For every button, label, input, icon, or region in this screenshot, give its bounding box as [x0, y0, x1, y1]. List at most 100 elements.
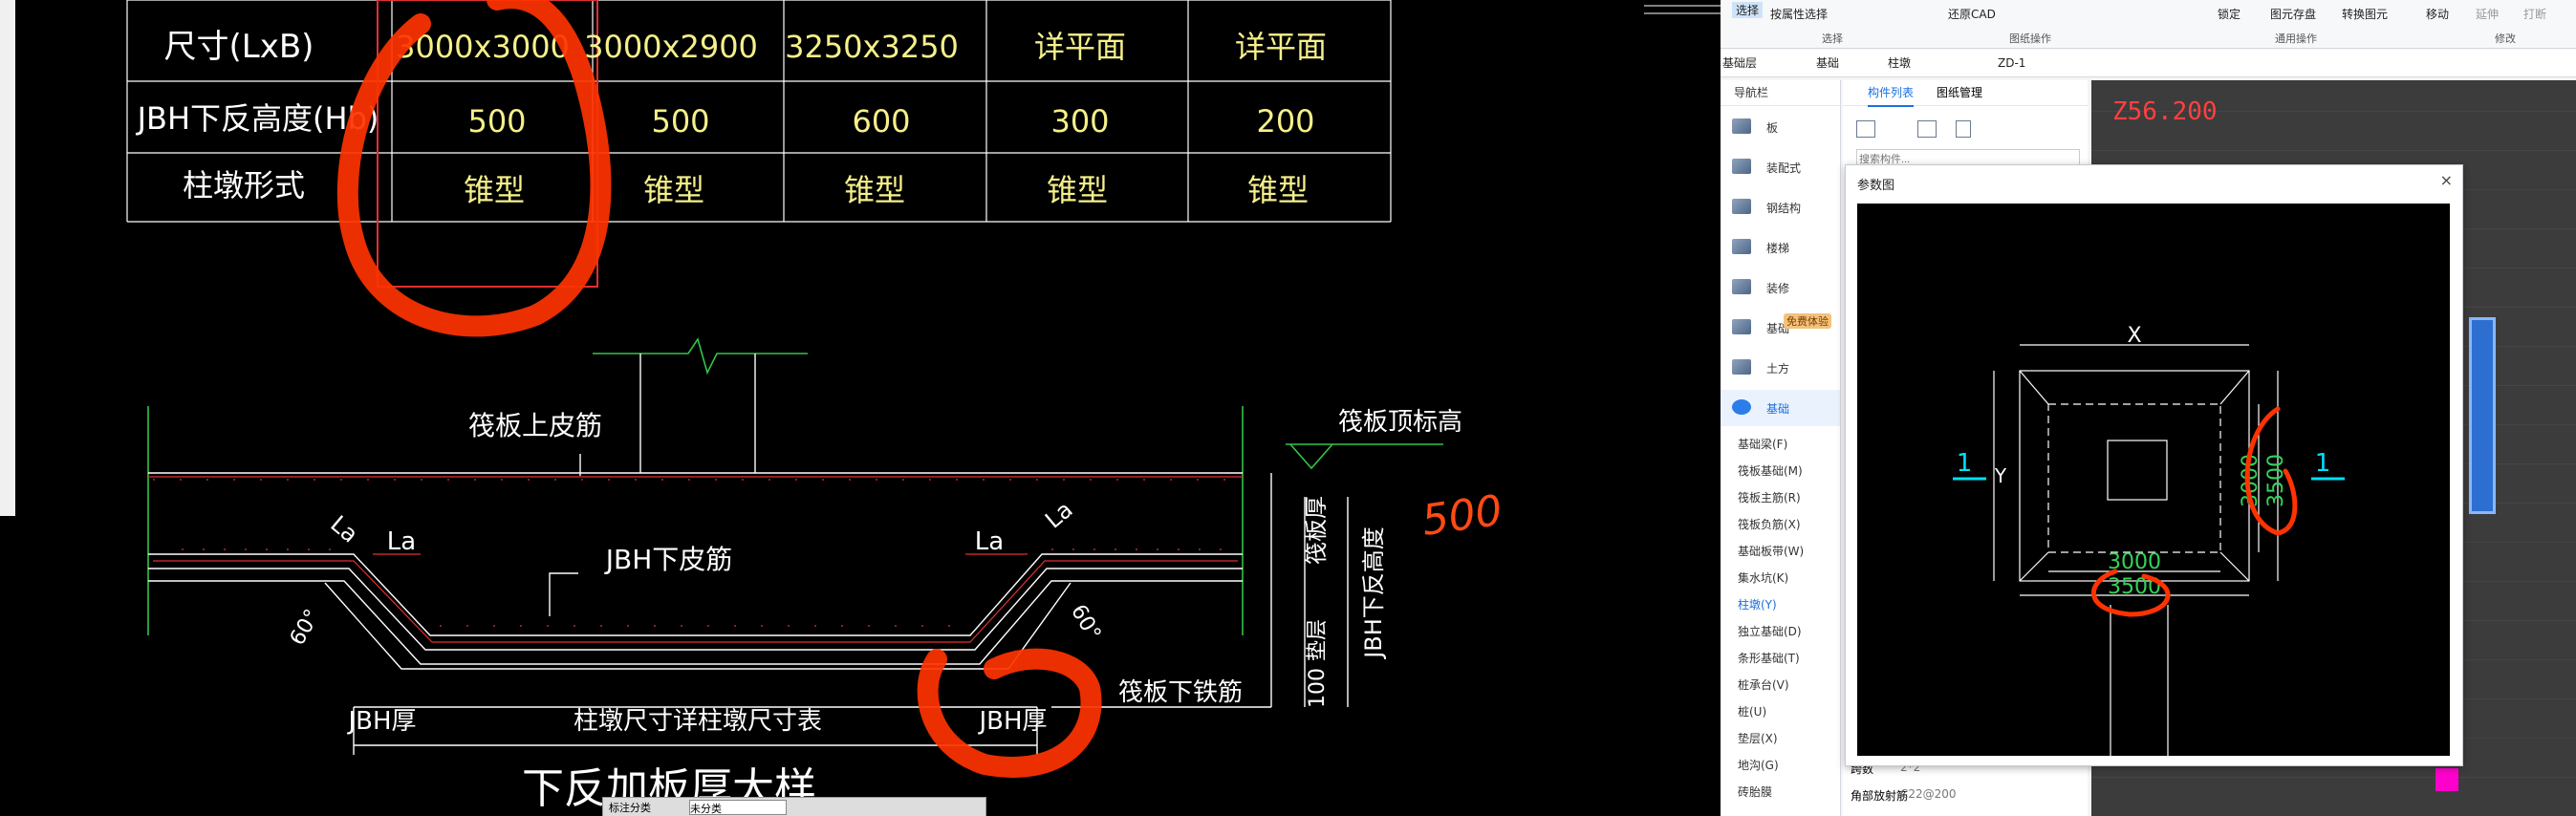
nav-title: 导航栏: [1721, 80, 1840, 106]
ribbon-group-select: 选择: [1822, 32, 1843, 45]
cad-drawing-canvas[interactable]: 尺寸(LxB) JBH下反高度(Hb) 柱墩形式 3000x3000 3000x…: [0, 0, 1721, 816]
nav-item-stairs[interactable]: 楼梯: [1721, 229, 1840, 266]
table-cell: 200: [1256, 103, 1314, 140]
table-cell: 300: [1050, 103, 1109, 140]
nav-item-prefab[interactable]: 装配式: [1721, 149, 1840, 185]
category-select[interactable]: 基础: [1816, 56, 1840, 70]
sub-item-strip[interactable]: 基础板带(W): [1738, 545, 1805, 558]
foundation-active-icon: [1732, 399, 1751, 415]
attr-select-button[interactable]: 按属性选择: [1770, 8, 1829, 21]
sub-item-raft[interactable]: 筏板基础(M): [1738, 464, 1803, 478]
name-select[interactable]: ZD-1: [1998, 56, 2026, 70]
x-dim-label: X: [2127, 324, 2141, 348]
table-cell: 锥型: [1247, 172, 1309, 208]
elevation-label: Z56.200: [2112, 97, 2218, 126]
prop-label: 角部放射筋: [1851, 789, 1909, 803]
new-component-icon[interactable]: [1856, 120, 1875, 138]
ribbon-group-drawing: 图纸操作: [2009, 32, 2051, 45]
select-button[interactable]: 选择: [1732, 2, 1764, 18]
prop-value[interactable]: C22@200: [1900, 787, 1957, 801]
table-cell: 500: [467, 103, 526, 140]
foundation-icon: [1732, 319, 1751, 334]
slab-icon: [1732, 118, 1751, 134]
table-cell: 详平面: [1034, 29, 1126, 65]
convert-button[interactable]: 转换图元: [2342, 8, 2389, 21]
element-highlight[interactable]: [2469, 317, 2496, 514]
sub-item-foundation-beam[interactable]: 基础梁(F): [1738, 438, 1788, 451]
restore-cad-button[interactable]: 还原CAD: [1948, 8, 1996, 21]
table-row-label: 尺寸(LxB): [164, 28, 314, 66]
handwritten-annotation: 500: [1418, 486, 1504, 546]
sub-item-raft-main-rebar[interactable]: 筏板主筋(R): [1738, 491, 1801, 505]
sub-item-brick-mold[interactable]: 砖胎膜: [1738, 785, 1773, 799]
sub-item-cushion[interactable]: 垫层(X): [1738, 732, 1778, 745]
break-button[interactable]: 打断: [2523, 8, 2547, 21]
annotation-toolbar[interactable]: 标注分类 未分类: [602, 797, 986, 816]
cushion-label: 垫层: [1306, 619, 1330, 661]
cad-rebar-lines: [148, 476, 1243, 643]
move-button[interactable]: 移动: [2426, 8, 2450, 21]
prefab-icon: [1732, 159, 1751, 174]
nav-item-foundation-prefab[interactable]: 基础 免费体验: [1721, 310, 1840, 346]
table-cell: 锥型: [844, 172, 905, 208]
param-dialog: 参数图 ×: [1845, 164, 2463, 766]
param-outline: [1993, 344, 2279, 756]
table-cell: 3000x3000: [396, 29, 570, 65]
cad-drawing-svg: 尺寸(LxB) JBH下反高度(Hb) 柱墩形式 3000x3000 3000x…: [0, 0, 1721, 813]
tab-component-list[interactable]: 构件列表: [1868, 80, 1915, 107]
decoration-icon: [1732, 279, 1751, 294]
lock-button[interactable]: 锁定: [2218, 8, 2241, 21]
close-icon[interactable]: ×: [2439, 171, 2453, 189]
delete-icon[interactable]: [1956, 120, 1971, 138]
sub-item-sump[interactable]: 集水坑(K): [1738, 571, 1789, 585]
grip-point[interactable]: [2435, 768, 2458, 791]
panel-toolbar: [1856, 118, 2057, 140]
free-trial-badge: 免费体验: [1784, 313, 1831, 329]
jbh-thick-label: JBH厚: [346, 707, 416, 736]
sub-item-isolated[interactable]: 独立基础(D): [1738, 625, 1802, 638]
jbh-depth-label: JBH下反高度: [1360, 526, 1387, 660]
nav-item-earthwork[interactable]: 土方: [1721, 350, 1840, 386]
table-cell: 3000x2900: [584, 29, 758, 65]
param-diagram: X Y 3000 3500 3000 3500 1 1: [1857, 204, 2450, 756]
jbh-bottom-label: JBH下皮筋: [604, 544, 733, 575]
handwritten-circle-marks: [336, 0, 1102, 778]
section-label-right: 1: [2315, 449, 2331, 478]
nav-panel: 导航栏 板 装配式 钢结构 楼梯 装修 基础 免费体验 土方 基础 基础梁(F)…: [1721, 80, 1841, 816]
raft-thickness-label: 筏板厚: [1303, 496, 1330, 565]
dim-3500-v: 3500: [2264, 454, 2288, 507]
sub-item-raft-neg-rebar[interactable]: 筏板负筋(X): [1738, 518, 1801, 531]
la-slant-label: La: [1040, 496, 1078, 533]
angle-label: 60°: [286, 606, 325, 650]
dialog-title: 参数图: [1857, 179, 1895, 193]
nav-item-foundation[interactable]: 基础: [1721, 390, 1840, 426]
nav-item-slab[interactable]: 板: [1721, 109, 1840, 145]
handwritten-dialog-marks: [2090, 406, 2298, 617]
type-select[interactable]: 柱墩: [1888, 56, 1912, 70]
bottom-rebar-label: 筏板下铁筋: [1118, 678, 1243, 707]
jbh-thick-label: JBH厚: [977, 707, 1047, 736]
copy-icon[interactable]: [1917, 120, 1937, 138]
la-label: La: [387, 527, 416, 556]
filter-bar: 基础层 基础 柱墩 ZD-1: [1721, 50, 2576, 77]
sub-item-column-pier[interactable]: 柱墩(Y): [1738, 598, 1777, 612]
steel-icon: [1732, 199, 1751, 214]
top-rebar-label: 筏板上皮筋: [468, 410, 602, 441]
table-cell: 详平面: [1235, 29, 1327, 65]
table-cell: 3250x3250: [785, 29, 959, 65]
extend-button[interactable]: 延伸: [2476, 8, 2500, 21]
sub-item-pile[interactable]: 桩(U): [1738, 705, 1767, 719]
layer-select[interactable]: 基础层: [1722, 56, 1758, 70]
param-diagram-svg: X Y 3000 3500 3000 3500 1 1: [1953, 324, 2345, 756]
element-save-button[interactable]: 图元存盘: [2270, 8, 2317, 21]
nav-item-decoration[interactable]: 装修: [1721, 269, 1840, 306]
sub-item-trench[interactable]: 地沟(G): [1738, 759, 1779, 772]
ribbon-group-general: 通用操作: [2275, 32, 2317, 45]
nav-item-steel[interactable]: 钢结构: [1721, 189, 1840, 225]
sub-item-pile-cap[interactable]: 桩承台(V): [1738, 678, 1789, 692]
toolbar-item-classify[interactable]: 标注分类: [609, 802, 651, 814]
table-cell: 锥型: [464, 172, 525, 208]
toolbar-select-category[interactable]: 未分类: [689, 800, 787, 815]
sub-item-strip-foundation[interactable]: 条形基础(T): [1738, 652, 1800, 665]
tab-drawing-manage[interactable]: 图纸管理: [1937, 86, 1983, 99]
